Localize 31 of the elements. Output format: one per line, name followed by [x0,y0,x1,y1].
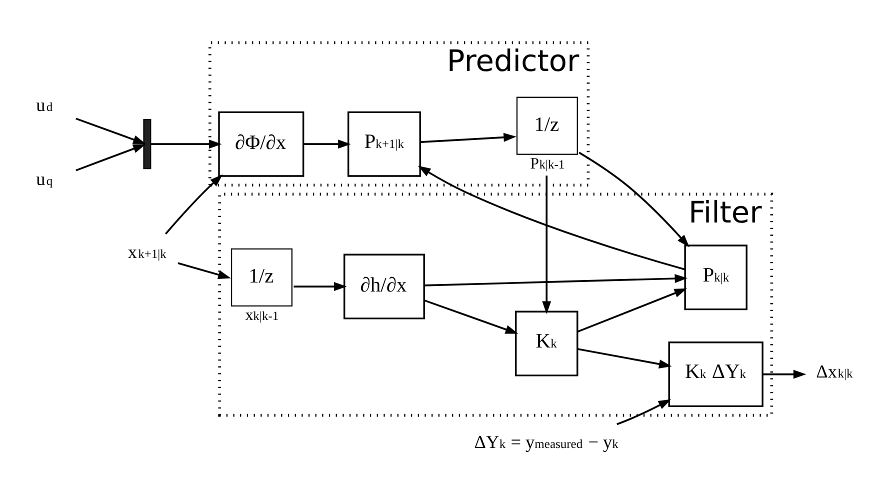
node-bar [142,118,151,169]
node-text: Δxk|k [816,360,852,381]
arrow [542,175,551,314]
arrow [75,117,146,144]
arrow [293,282,346,291]
node-label: Pk|k-1 [530,154,564,172]
node-box: Kk ΔYk [668,341,763,407]
arrow [164,174,222,234]
arrow [417,165,684,270]
node-box: Kk [514,310,578,376]
node-box: Pk+1|k [346,110,420,176]
node-text: xk+1|k [127,241,166,262]
arrow [576,348,672,368]
arrow [150,139,222,148]
node-box: Pk|k [684,244,747,310]
node-label: xk|k-1 [244,306,278,324]
arrow [424,274,688,286]
node-text: ΔYk = ymeasured − yk [474,432,618,452]
arrow [762,369,806,378]
arrow [75,144,146,171]
arrow [616,398,671,425]
node-text: ud [36,94,52,114]
arrow [420,132,516,142]
arrow [423,298,518,334]
node-box: ∂h/∂x [343,253,424,319]
node-box: ∂Φ/∂x [218,110,304,176]
node-text: uq [36,168,52,188]
arrow [576,288,687,332]
arrow [578,151,689,247]
arrow [177,262,230,279]
arrow [303,139,350,148]
